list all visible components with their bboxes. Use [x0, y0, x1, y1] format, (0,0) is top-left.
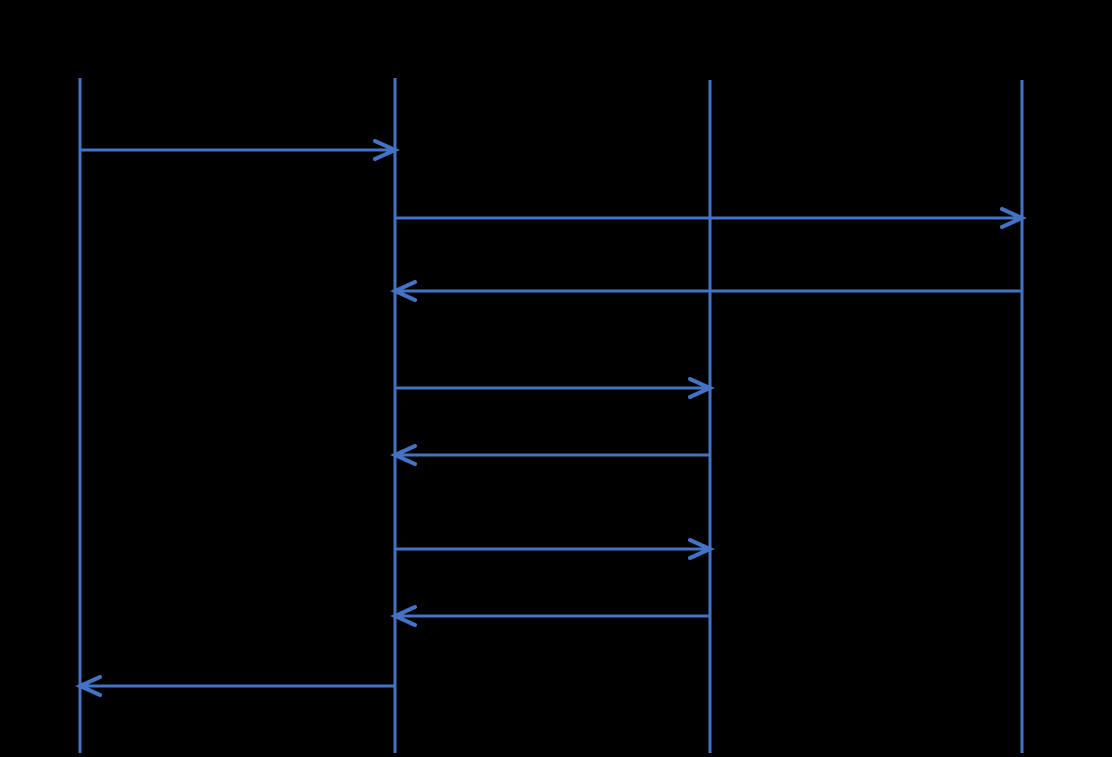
message-arrow	[80, 139, 400, 161]
arrowhead-icon	[688, 538, 715, 560]
message-arrow	[395, 538, 715, 560]
arrowhead-icon	[390, 605, 417, 627]
arrowhead-icon	[75, 675, 102, 697]
message-arrow	[75, 675, 395, 697]
arrowhead-icon	[688, 377, 715, 399]
message-arrow	[390, 280, 1022, 302]
arrowhead-icon	[390, 444, 417, 466]
message-arrow	[390, 444, 710, 466]
arrowhead-icon	[373, 139, 400, 161]
arrowhead-icon	[1000, 207, 1027, 229]
message-arrow	[390, 605, 710, 627]
message-arrow	[395, 207, 1027, 229]
arrowhead-icon	[390, 280, 417, 302]
message-arrow	[395, 377, 715, 399]
